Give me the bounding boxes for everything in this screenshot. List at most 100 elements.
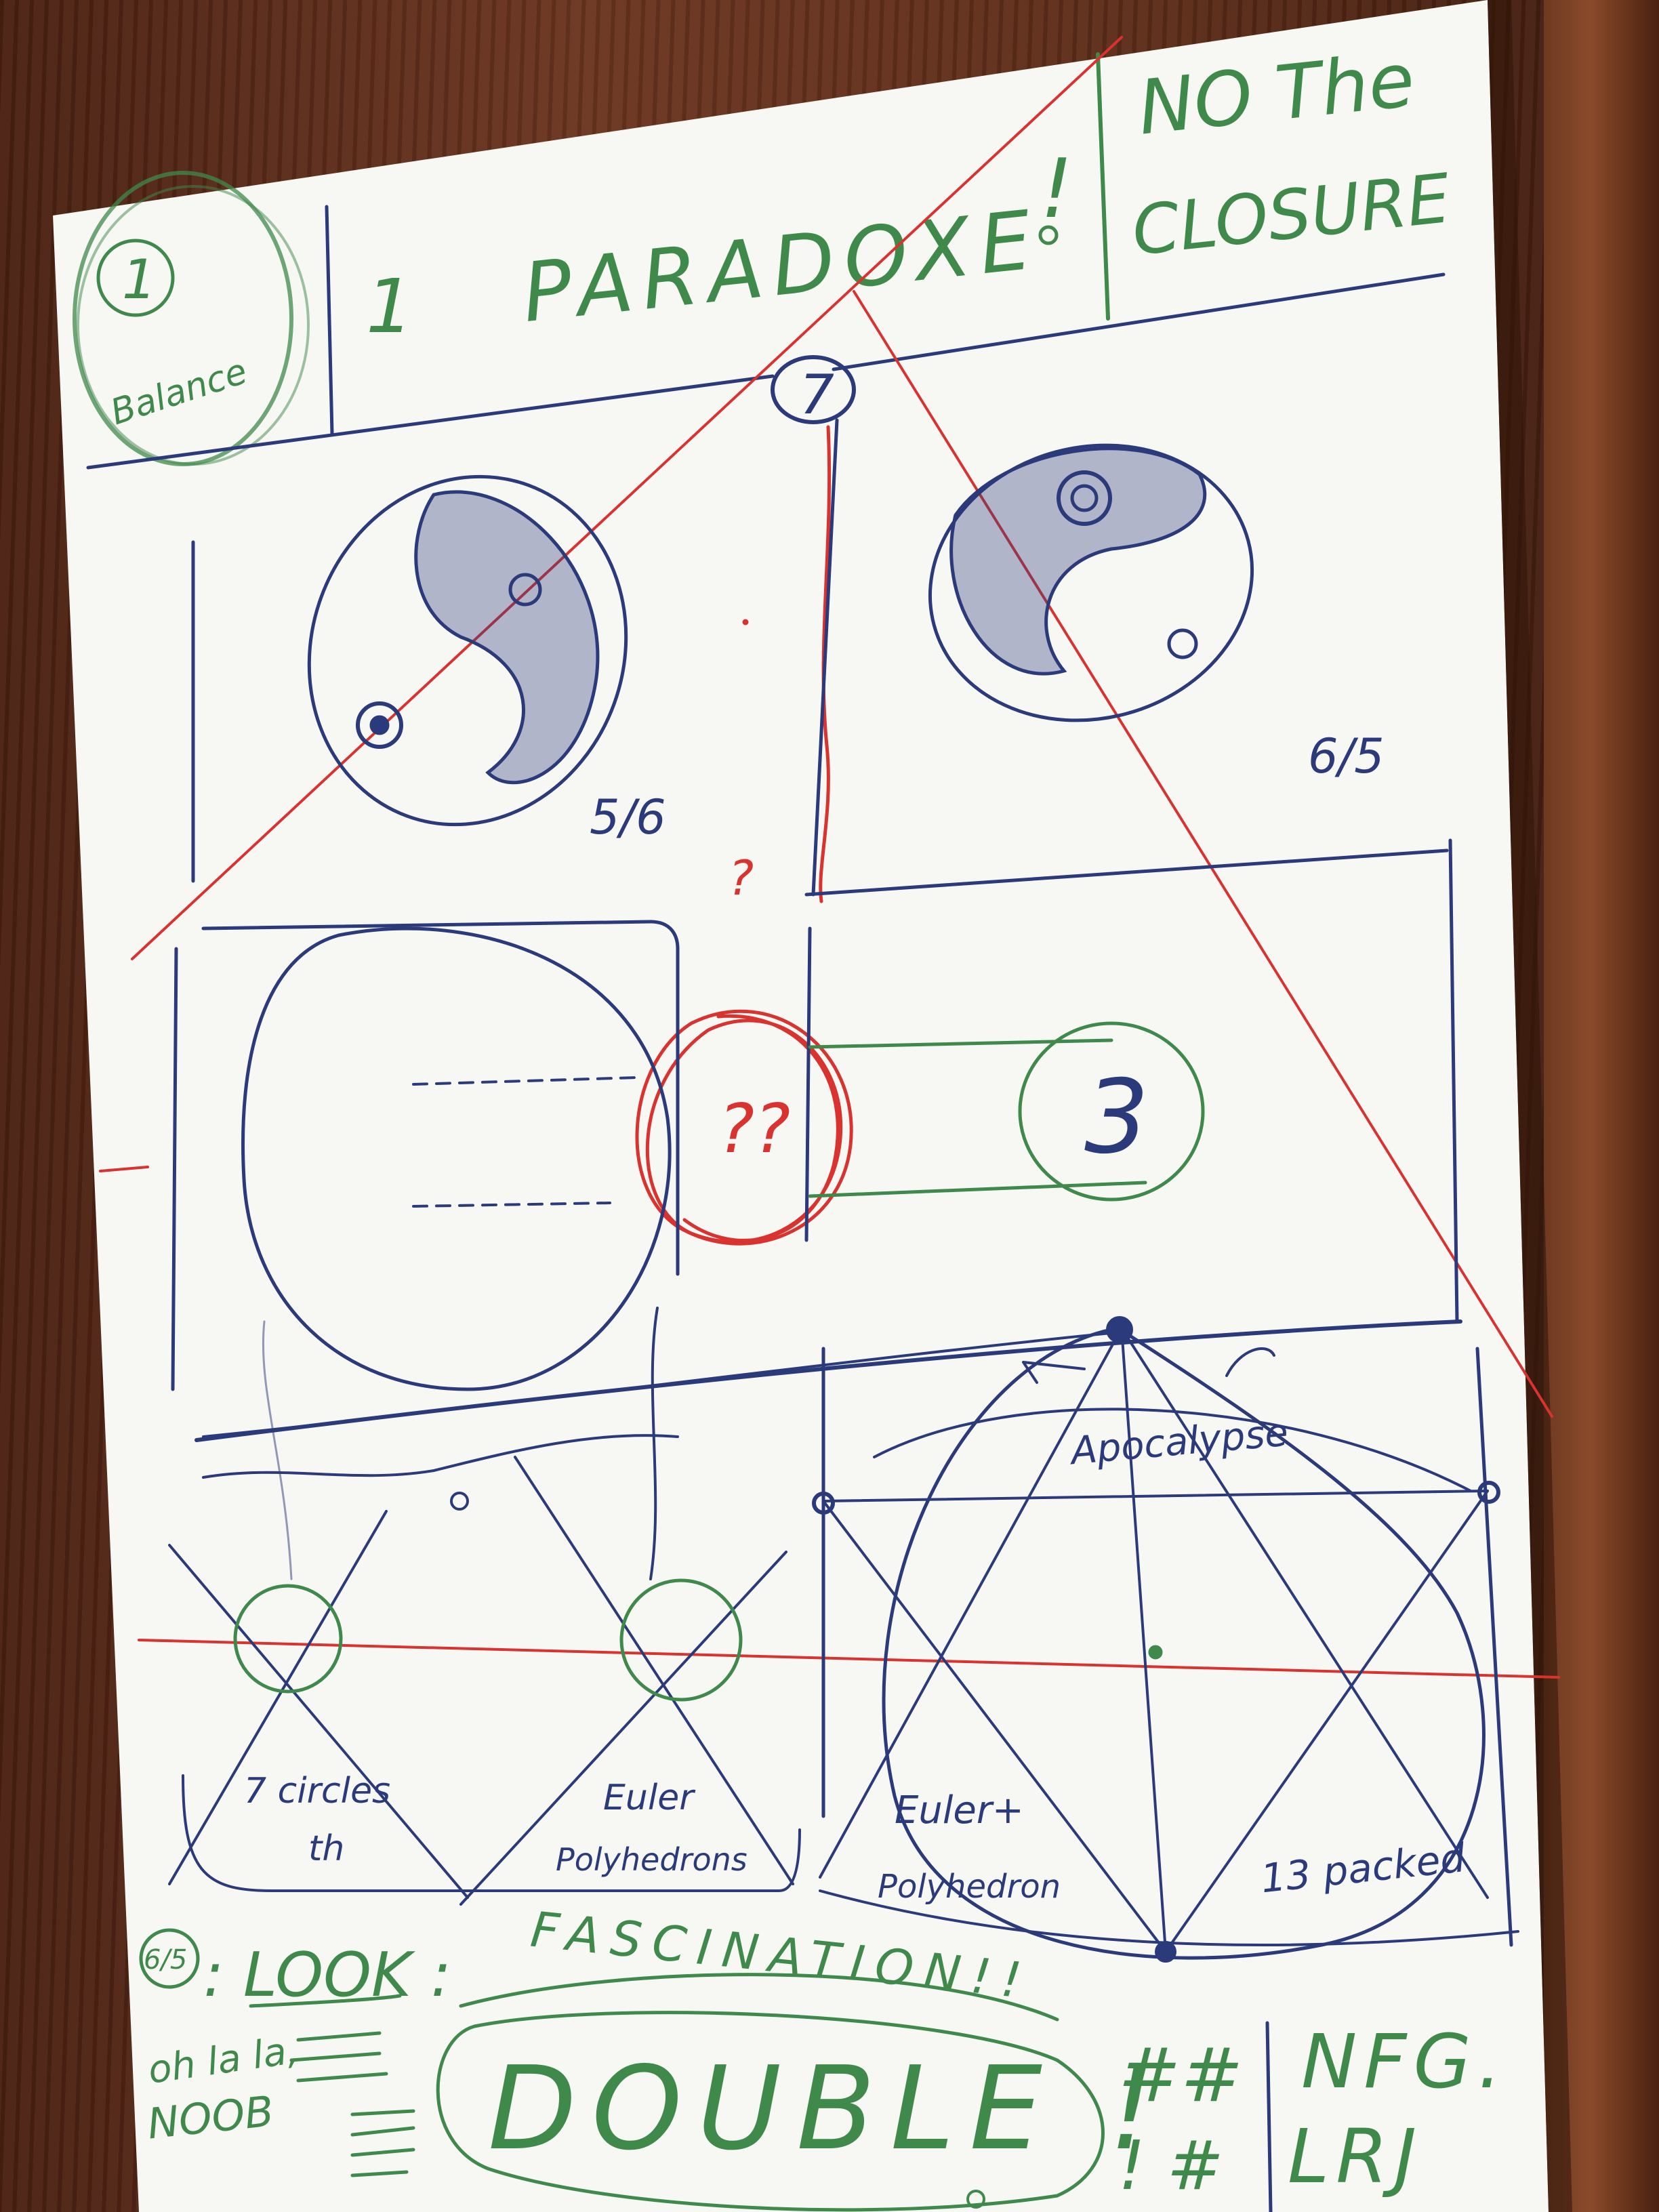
arrow-left	[1022, 1361, 1086, 1384]
question-mark: ?	[729, 851, 754, 906]
yin-yang-left-fraction: 5/6	[590, 790, 666, 845]
lower-right-section	[812, 1316, 1519, 1963]
big-circle	[241, 926, 672, 1391]
red-arrow-left	[99, 1166, 149, 1172]
header-baseline-blue-2	[832, 272, 1446, 371]
yin-yang-right-fraction: 6/5	[1308, 729, 1385, 784]
look-text: : LOOK :	[203, 1940, 451, 2011]
stem-left	[262, 1320, 293, 1580]
yin-yang-right-outline	[928, 443, 1254, 722]
header-section	[73, 52, 1446, 470]
small-circle-zero	[450, 1492, 469, 1511]
arrow-right	[1225, 1347, 1275, 1377]
double-bubble	[436, 2011, 1105, 2212]
lower-right-label-2: Polyhedrons	[556, 1841, 747, 1878]
nfg-text: NFG.	[1301, 2018, 1509, 2105]
red-horizontal	[138, 1639, 1560, 1679]
red-diagonal-right	[853, 290, 1553, 1418]
yin-yang-left-small-eye	[508, 573, 542, 607]
title-exclamation: !	[1040, 142, 1073, 237]
long-baseline-2	[202, 1330, 1126, 1438]
paper-sheet	[53, 0, 1549, 2212]
lower-left-label-1: 7 circles	[244, 1771, 390, 1811]
header-divider-2	[1096, 52, 1110, 321]
star-line-2	[822, 1500, 1167, 1953]
red-circle-scribble	[635, 1009, 853, 1246]
lower-left-x-3	[514, 1456, 794, 1885]
lower-left-frame	[182, 1774, 801, 1892]
stem-right	[649, 1307, 659, 1580]
star-bottom-arc	[819, 1889, 1519, 1946]
yin-yang-right-dark-eye	[1057, 470, 1112, 526]
lower-left-x-1	[168, 1544, 469, 1899]
table-edge	[1544, 0, 1659, 2212]
lower-left-section	[168, 1307, 1462, 1906]
footer-badge-circle	[139, 1928, 200, 1989]
dash-1	[412, 1076, 638, 1086]
dash-2	[412, 1202, 611, 1208]
green-circle-right	[619, 1578, 743, 1702]
middle-vertical	[804, 926, 812, 1242]
footer-divider	[1265, 2021, 1273, 2212]
green-circle-left	[233, 1584, 343, 1694]
look-underline	[249, 1994, 402, 2008]
yin-yang-right-small-eye	[1167, 628, 1198, 659]
footer-badge: 6/5	[144, 1944, 187, 1975]
red-diagonal-main	[131, 36, 1123, 960]
lower-left-x-2	[168, 1510, 388, 1885]
yin-yang-left-shaded	[414, 490, 600, 785]
star-label-left-1: Euler+	[895, 1788, 1024, 1832]
footer-section	[139, 1928, 1273, 2212]
header-divider-1	[325, 205, 334, 436]
middle-left-frame	[171, 920, 680, 1391]
star-frame-right	[1475, 1347, 1513, 1947]
star-label-left-2: Polyhedron	[878, 1868, 1061, 1906]
yin-yang-left-dark-eye	[356, 701, 403, 749]
paper-shadow	[1488, 0, 1572, 2212]
yin-yang-left-dark-eye-fill	[369, 715, 390, 735]
lower-left-label-2: th	[308, 1828, 344, 1869]
star-node-top	[1106, 1316, 1133, 1343]
middle-right-border	[1448, 838, 1459, 1324]
yin-yang-left-outline	[307, 474, 628, 827]
star-line-5	[1120, 1327, 1489, 1899]
yin-yang-right	[811, 418, 1254, 897]
scribble-lines	[289, 2031, 415, 2177]
star-node-left	[812, 1492, 835, 1515]
hash-2: ! #	[1118, 2126, 1224, 2205]
yin-yang-right-dark-eye-inner	[1070, 484, 1099, 512]
green-connector	[808, 1038, 1147, 1198]
circled-number-3: 3	[1084, 1059, 1149, 1176]
star-line-3	[1164, 1490, 1489, 1953]
panel-7-circle	[771, 355, 856, 424]
header-count: 1	[366, 263, 413, 350]
red-vertical-wobble	[819, 425, 832, 903]
double-question-mark: ??	[718, 1089, 790, 1168]
yin-yang-right-shaded	[949, 447, 1207, 676]
footer-small-circle	[966, 2190, 985, 2209]
balance-badge-number: 1	[122, 248, 157, 311]
red-construction-lines	[99, 36, 1560, 1679]
star-big-loop	[882, 1326, 1486, 1960]
star-oval	[873, 1408, 1472, 1492]
lower-right-label-1: Euler	[603, 1778, 696, 1818]
star-line-1b	[819, 1327, 1123, 1879]
middle-top-border	[804, 848, 1449, 897]
double-text: DOUBLE !	[488, 2042, 1170, 2176]
red-dot-1	[742, 619, 749, 626]
fascination-arc	[459, 1973, 1059, 2022]
balance-badge-inner	[96, 239, 175, 317]
star-node-right	[1477, 1481, 1500, 1504]
middle-section	[171, 838, 1459, 1391]
yin-yang-left	[191, 474, 628, 883]
star-center-dot	[1148, 1645, 1163, 1660]
panel-number: 7	[800, 363, 834, 426]
header-baseline-blue	[86, 374, 775, 470]
star-line-4	[822, 1490, 1489, 1502]
star-line-1	[1120, 1327, 1167, 1953]
hash-1: ##	[1118, 2032, 1243, 2118]
circle-3	[1018, 1021, 1205, 1202]
star-node-bottom	[1155, 1941, 1176, 1963]
exclamation-dot	[1038, 225, 1059, 245]
lrj-text: LRJ	[1288, 2113, 1423, 2200]
